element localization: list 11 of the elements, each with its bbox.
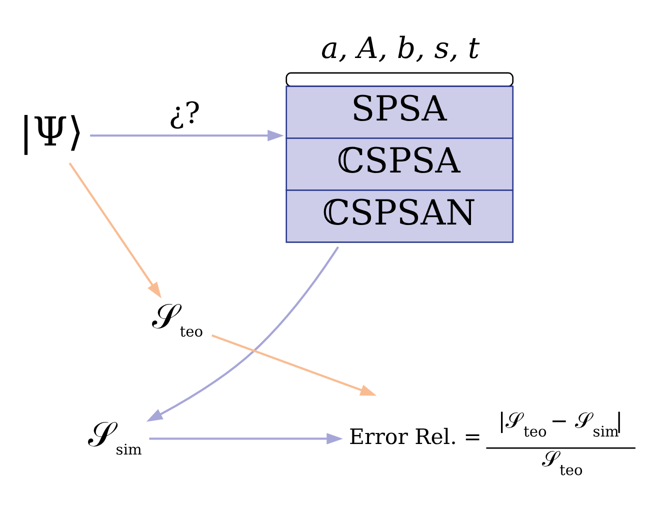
edge-label: ¿? bbox=[168, 96, 200, 130]
arrow bbox=[146, 246, 340, 422]
arrow bbox=[211, 334, 377, 396]
node-text: 𝒮$_{sim}$ bbox=[88, 414, 142, 458]
arrow bbox=[68, 162, 162, 298]
node-text: 𝒮$_{teo}$ bbox=[152, 296, 204, 340]
arrow bbox=[90, 129, 284, 141]
node-label: a, A, b, s, t bbox=[321, 30, 480, 64]
node-text: |Ψ⟩ bbox=[19, 109, 84, 156]
node-text: Error Rel. = |𝒮$_{teo}$ − 𝒮$_{sim}$| 𝒮$_{teo}$ bbox=[348, 408, 623, 478]
arrow bbox=[149, 432, 343, 444]
